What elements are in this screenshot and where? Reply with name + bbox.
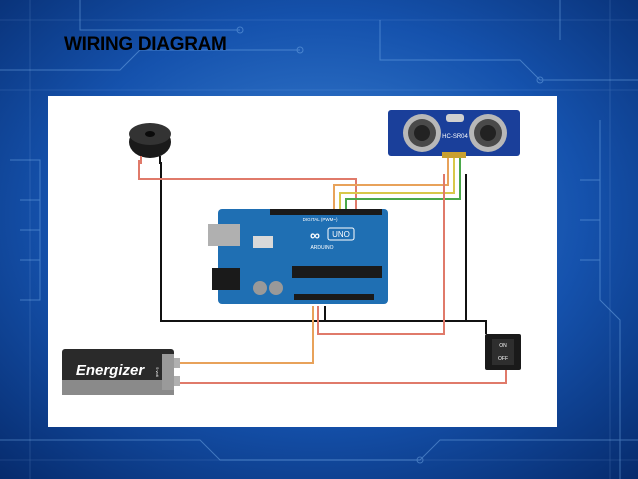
arduino-model: UNO	[332, 230, 350, 239]
battery-brand: Energizer	[76, 362, 146, 379]
ultrasonic-sensor: HC-SR04	[388, 110, 520, 158]
battery-9v: Energizer 9 volt	[62, 349, 180, 395]
arduino-header-label: DIGITAL (PWM~)	[303, 217, 338, 222]
wires	[138, 158, 507, 384]
power-switch: ON OFF	[485, 334, 521, 370]
wiring-diagram-panel: HC-SR04 DIGITAL (PWM~) ∞ UNO ARDUINO	[48, 96, 557, 427]
wire-sensor-echo	[345, 158, 461, 209]
wire-battery-to-switch	[172, 366, 507, 384]
wire-sensor-trig	[339, 158, 455, 209]
battery-voltage: 9 volt	[155, 367, 160, 377]
arduino-uno-board: DIGITAL (PWM~) ∞ UNO ARDUINO	[208, 209, 388, 304]
buzzer	[129, 123, 171, 164]
wire-battery-positive	[172, 306, 314, 364]
wire-sensor-vcc	[333, 158, 449, 209]
slide-title: WIRING DIAGRAM	[64, 34, 227, 55]
arduino-brand: ARDUINO	[310, 245, 333, 251]
arduino-logo-icon: ∞	[310, 227, 320, 243]
sensor-label: HC-SR04	[442, 134, 468, 140]
wire-power-vin	[317, 174, 445, 335]
switch-off-label: OFF	[498, 356, 508, 362]
wiring-diagram: HC-SR04 DIGITAL (PWM~) ∞ UNO ARDUINO	[62, 110, 521, 395]
switch-on-label: ON	[499, 343, 507, 349]
wire-buzzer-signal	[138, 160, 357, 209]
